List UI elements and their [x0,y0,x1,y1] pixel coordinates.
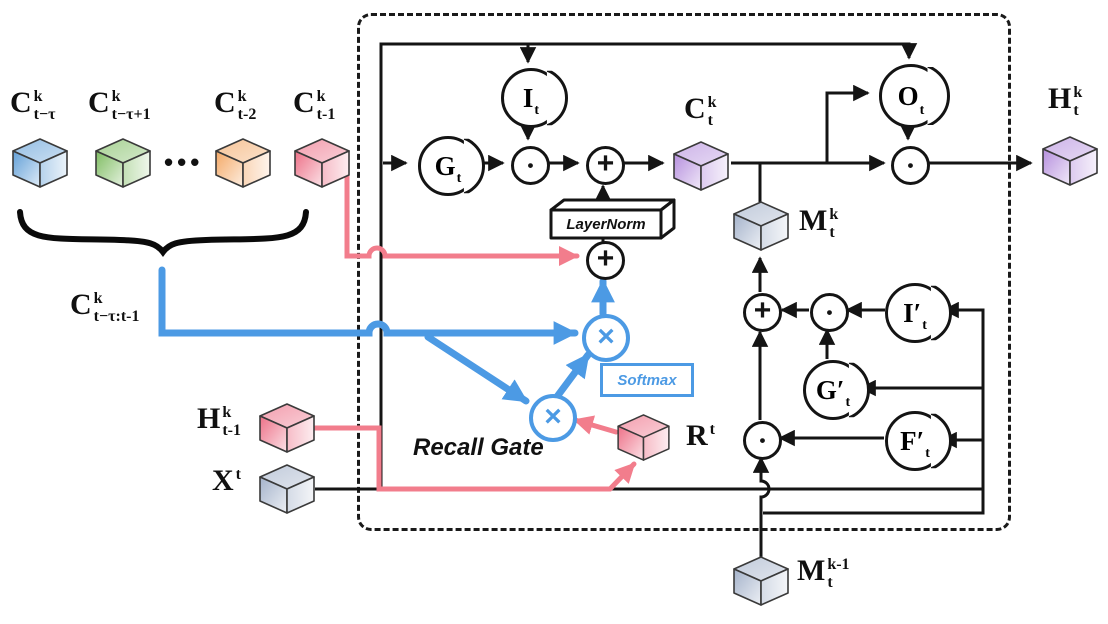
layernorm-box [549,198,676,240]
hadamard-op-ig-prime: • [810,293,849,332]
cube-c-t-tau1 [95,138,151,188]
label-x-t: X t [212,464,241,497]
cube-x-t [259,464,315,514]
label-r-t: R t [686,419,715,452]
gate-f-prime: F′t [885,411,945,471]
m-prev-up [752,456,771,557]
input-bus [379,42,918,489]
history-underbrace [17,209,309,257]
add-op-recall: + [586,241,625,280]
h-x-to-rt [312,425,637,492]
add-op-c: + [586,146,625,185]
blue-connectors [158,266,615,405]
cube-h-t [1042,136,1098,186]
gate-feed-bus [763,301,985,515]
hadamard-op-out: • [891,146,930,185]
add-op-memory: + [743,293,782,332]
cube-c-t-2 [215,138,271,188]
pink-connectors [312,163,637,492]
mul2-to-mul1 [552,351,592,402]
hadamard-op-ig: • [511,146,550,185]
cube-r-t [616,414,671,461]
layernorm-label: LayerNorm [566,215,646,233]
gate-g-prime: G′t [803,360,863,420]
cell-dashed-border [357,13,1011,531]
ellipsis-dots: ••• [164,147,204,177]
recall-gate-label: Recall Gate [413,434,544,461]
cube-h-prev [259,403,315,453]
c-prev-to-add [344,163,580,266]
cube-c-t-tau [12,138,68,188]
gate-i-prime: I′t [885,283,945,343]
to-o-gate [825,84,870,163]
rt-to-mul [572,415,619,435]
cube-c-t-1 [294,138,350,188]
cube-m-t [733,201,789,251]
range-to-mul2 [424,333,530,405]
hadamard-op-forget: • [743,421,782,460]
range-to-mul [158,266,579,345]
cube-m-prev [733,556,789,606]
cube-c-t [673,141,729,191]
softmax-badge: Softmax [600,363,694,397]
matmul-op-recall: × [582,314,630,362]
